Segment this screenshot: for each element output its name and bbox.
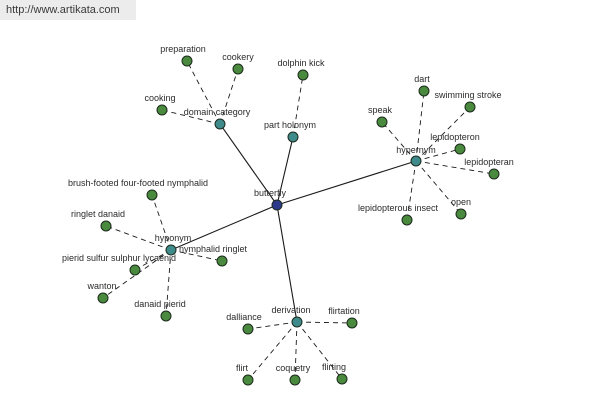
node-derivation[interactable] <box>291 316 303 328</box>
label-derivation: derivation <box>271 305 310 315</box>
edge-hyponym-wanton <box>102 249 172 299</box>
edge-derivation-flirting <box>296 321 343 380</box>
node-hypernym[interactable] <box>410 155 422 167</box>
label-cooking: cooking <box>144 93 175 103</box>
label-flirtation: flirtation <box>328 306 360 316</box>
node-dalliance[interactable] <box>242 323 254 335</box>
edge-hyponym-brush-footed <box>151 194 172 251</box>
node-swimming-stroke[interactable] <box>464 101 476 113</box>
edge-domain-category-cookery <box>219 68 239 125</box>
node-flirtation[interactable] <box>346 317 358 329</box>
node-butterfly[interactable] <box>271 199 283 211</box>
label-dalliance: dalliance <box>226 312 262 322</box>
label-ringlet-danaid: ringlet danaid <box>71 209 125 219</box>
edge-hypernym-lepidopterous-insect <box>406 160 417 221</box>
node-preparation[interactable] <box>181 55 193 67</box>
edge-domain-category-preparation <box>186 60 221 125</box>
edge-root-derivation <box>276 204 298 323</box>
edge-root-part-holonym <box>276 136 294 206</box>
label-coquetry: coquetry <box>276 363 311 373</box>
label-lepidopteron: lepidopteron <box>430 132 480 142</box>
edge-part-holonym-dolphin-kick <box>292 74 304 138</box>
node-lepidopteron[interactable] <box>454 143 466 155</box>
edge-hypernym-open <box>415 160 462 215</box>
label-domain-category: domain category <box>184 107 251 117</box>
node-flirting[interactable] <box>336 373 348 385</box>
label-danaid-pierid: danaid pierid <box>134 299 186 309</box>
label-open: open <box>451 197 471 207</box>
label-dart: dart <box>414 74 430 84</box>
edge-derivation-dalliance <box>247 321 298 330</box>
edge-hypernym-dart <box>415 90 425 162</box>
edge-hypernym-speak <box>381 121 417 162</box>
node-flirt[interactable] <box>242 374 254 386</box>
label-hypernym: hypernym <box>396 145 436 155</box>
node-lepidopteran[interactable] <box>488 168 500 180</box>
label-nymphalid-ringlet: nymphalid ringlet <box>179 244 248 254</box>
label-swimming-stroke: swimming stroke <box>434 90 501 100</box>
watermark-url: http://www.artikata.com <box>0 0 136 20</box>
node-domain-category[interactable] <box>214 118 226 130</box>
label-butterfly: butterfly <box>254 188 287 198</box>
label-cookery: cookery <box>222 52 254 62</box>
node-ringlet-danaid[interactable] <box>100 220 112 232</box>
label-lepidopterous-insect: lepidopterous insect <box>358 203 439 213</box>
node-cooking[interactable] <box>156 104 168 116</box>
edge-hypernym-swimming-stroke <box>415 106 471 162</box>
edge-derivation-coquetry <box>294 321 298 381</box>
node-pierid[interactable] <box>129 264 141 276</box>
node-nymphalid-ringlet[interactable] <box>216 255 228 267</box>
label-lepidopteran: lepidopteran <box>464 157 514 167</box>
edge-derivation-flirt <box>247 321 298 381</box>
label-dolphin-kick: dolphin kick <box>277 58 325 68</box>
node-lepidopterous-insect[interactable] <box>401 214 413 226</box>
edge-root-hyponym <box>170 204 278 251</box>
node-brush-footed[interactable] <box>146 189 158 201</box>
node-hyponym[interactable] <box>165 244 177 256</box>
edge-hyponym-ringlet-danaid <box>105 225 172 251</box>
edge-hyponym-pierid <box>134 249 172 271</box>
edge-root-hypernym <box>276 160 417 206</box>
label-wanton: wanton <box>86 281 116 291</box>
node-dolphin-kick[interactable] <box>297 69 309 81</box>
edge-root-domain-category <box>219 123 278 206</box>
label-flirt: flirt <box>236 363 248 373</box>
node-coquetry[interactable] <box>289 374 301 386</box>
edge-derivation-flirtation <box>296 321 353 324</box>
node-cookery[interactable] <box>232 63 244 75</box>
edge-hypernym-lepidopteron <box>415 148 461 162</box>
label-flirting: flirting <box>322 362 346 372</box>
edge-hyponym-danaid-pierid <box>165 249 172 317</box>
node-part-holonym[interactable] <box>287 131 299 143</box>
label-part-holonym: part holonym <box>264 120 316 130</box>
label-hyponym: hyponym <box>155 233 192 243</box>
node-danaid-pierid[interactable] <box>160 310 172 322</box>
node-speak[interactable] <box>376 116 388 128</box>
node-dart[interactable] <box>418 85 430 97</box>
label-pierid: pierid sulfur sulphur lycaenid <box>62 253 176 263</box>
node-open[interactable] <box>455 208 467 220</box>
edge-hypernym-lepidopteran <box>415 160 495 175</box>
label-brush-footed: brush-footed four-footed nymphalid <box>68 178 208 188</box>
label-preparation: preparation <box>160 44 206 54</box>
edge-domain-category-cooking <box>161 109 221 125</box>
node-wanton[interactable] <box>97 292 109 304</box>
label-speak: speak <box>368 105 393 115</box>
